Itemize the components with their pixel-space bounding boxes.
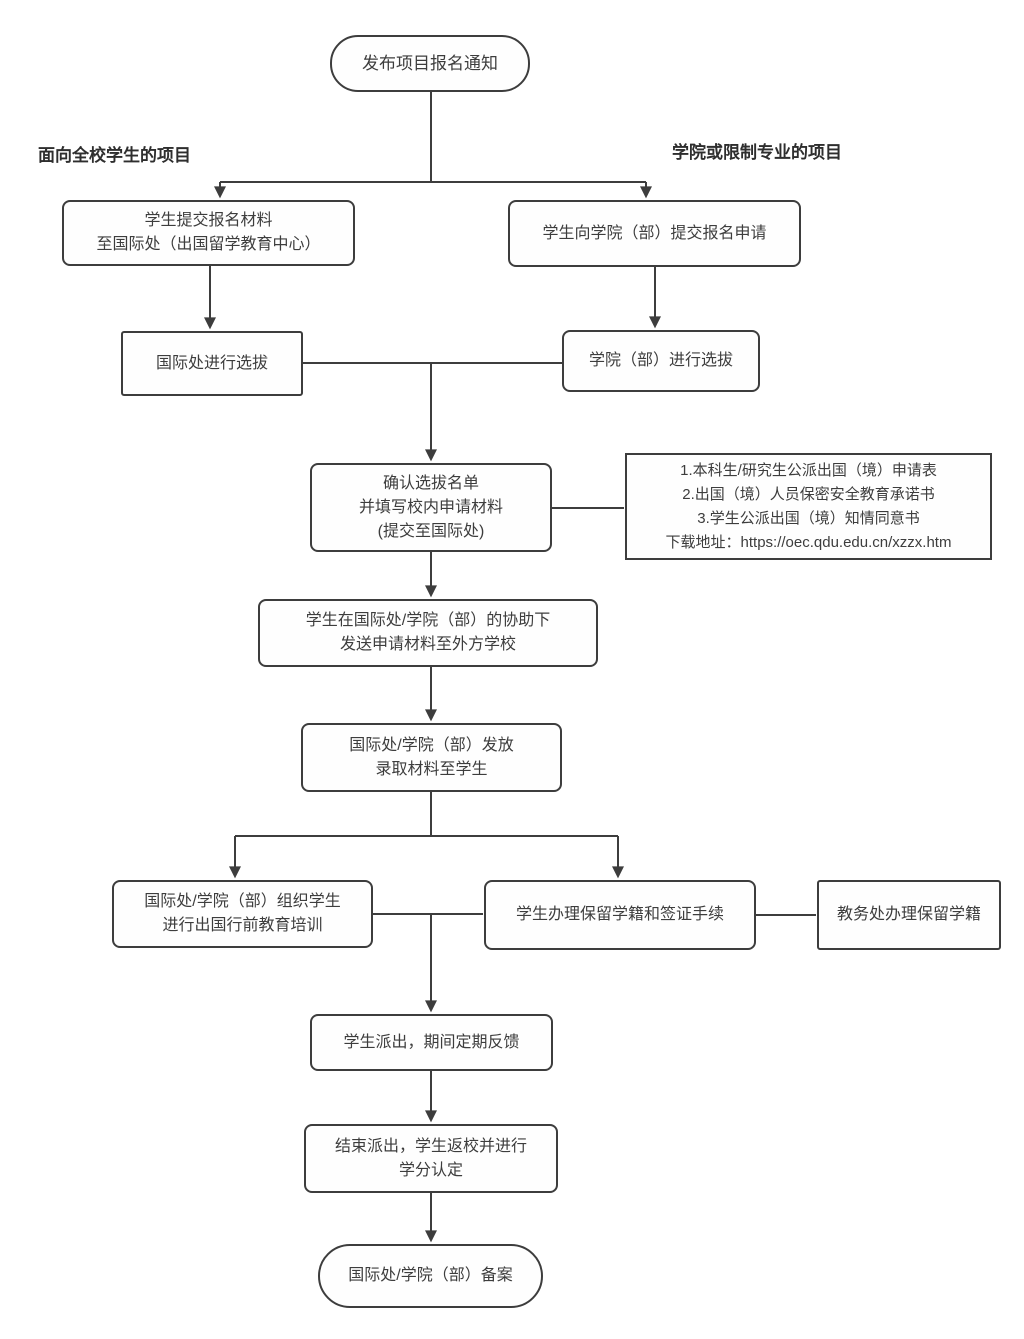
node-confirm-list: 确认选拔名单 并填写校内申请材料 (提交至国际处): [310, 463, 552, 552]
node-filing: 国际处/学院（部）备案: [318, 1244, 543, 1308]
node-registrar-enrollment: 教务处办理保留学籍: [817, 880, 1001, 950]
node-materials-note: 1.本科生/研究生公派出国（境）申请表 2.出国（境）人员保密安全教育承诺书 3…: [625, 453, 992, 560]
branch-label-right: 学院或限制专业的项目: [672, 143, 842, 162]
node-issue-admission: 国际处/学院（部）发放 录取材料至学生: [301, 723, 562, 792]
node-submit-college: 学生向学院（部）提交报名申请: [508, 200, 801, 267]
node-send-materials: 学生在国际处/学院（部）的协助下 发送申请材料至外方学校: [258, 599, 598, 667]
node-pre-departure-training: 国际处/学院（部）组织学生 进行出国行前教育培训: [112, 880, 373, 948]
node-return-credits: 结束派出，学生返校并进行 学分认定: [304, 1124, 558, 1193]
branch-label-left: 面向全校学生的项目: [38, 146, 191, 165]
node-submit-intl: 学生提交报名材料 至国际处（出国留学教育中心）: [62, 200, 355, 266]
node-start: 发布项目报名通知: [330, 35, 530, 92]
node-select-intl: 国际处进行选拔: [121, 331, 303, 396]
node-visa-enrollment: 学生办理保留学籍和签证手续: [484, 880, 756, 950]
node-select-college: 学院（部）进行选拔: [562, 330, 760, 392]
node-dispatch-feedback: 学生派出，期间定期反馈: [310, 1014, 553, 1071]
